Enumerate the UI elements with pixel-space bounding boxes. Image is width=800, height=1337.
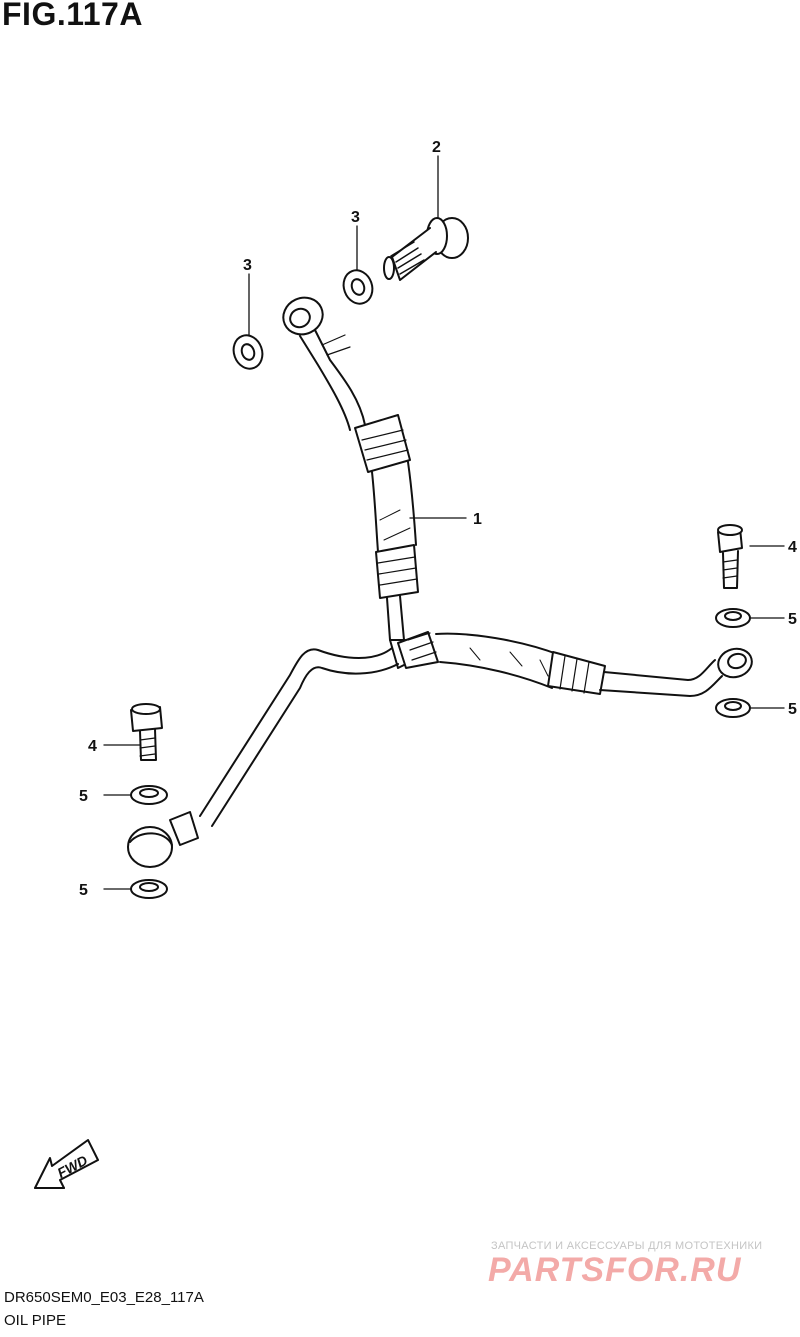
watermark-logo: PARTSFOR.RU <box>488 1251 742 1289</box>
banjo-bolt-part-2 <box>383 217 469 281</box>
callout-part-4-left: 4 <box>88 738 97 755</box>
callout-part-4-right: 4 <box>788 539 797 556</box>
bolt-part-4-left <box>130 703 163 761</box>
callout-part-5-right-upper: 5 <box>788 611 797 628</box>
watermark-tagline: ЗАПЧАСТИ И АКСЕССУАРЫ ДЛЯ МОТОТЕХНИКИ <box>491 1240 763 1252</box>
washer-part-5-left-upper <box>130 785 168 805</box>
oil-pipe-part-1 <box>127 296 753 868</box>
washer-part-5-right-upper <box>715 608 751 628</box>
callout-part-1: 1 <box>473 511 482 528</box>
callout-part-5-right-lower: 5 <box>788 701 797 718</box>
leader-lines <box>103 155 785 890</box>
diagram-code: DR650SEM0_E03_E28_117A <box>4 1289 204 1306</box>
washer-part-5-right-lower <box>715 698 751 718</box>
diagram-subtitle: OIL PIPE <box>4 1312 66 1329</box>
callout-part-2: 2 <box>432 139 441 156</box>
washer-part-3-right <box>342 269 374 305</box>
bolt-part-4-right <box>717 524 743 589</box>
callout-part-3-left: 3 <box>243 257 252 274</box>
figure-title: FIG.117A <box>2 0 143 32</box>
washer-part-5-left-lower <box>130 879 168 899</box>
washer-part-3-left <box>232 334 264 370</box>
callout-part-3-right: 3 <box>351 209 360 226</box>
callout-part-5-left-lower: 5 <box>79 882 88 899</box>
callout-part-5-left-upper: 5 <box>79 788 88 805</box>
fwd-arrow: FWD <box>34 1139 99 1189</box>
